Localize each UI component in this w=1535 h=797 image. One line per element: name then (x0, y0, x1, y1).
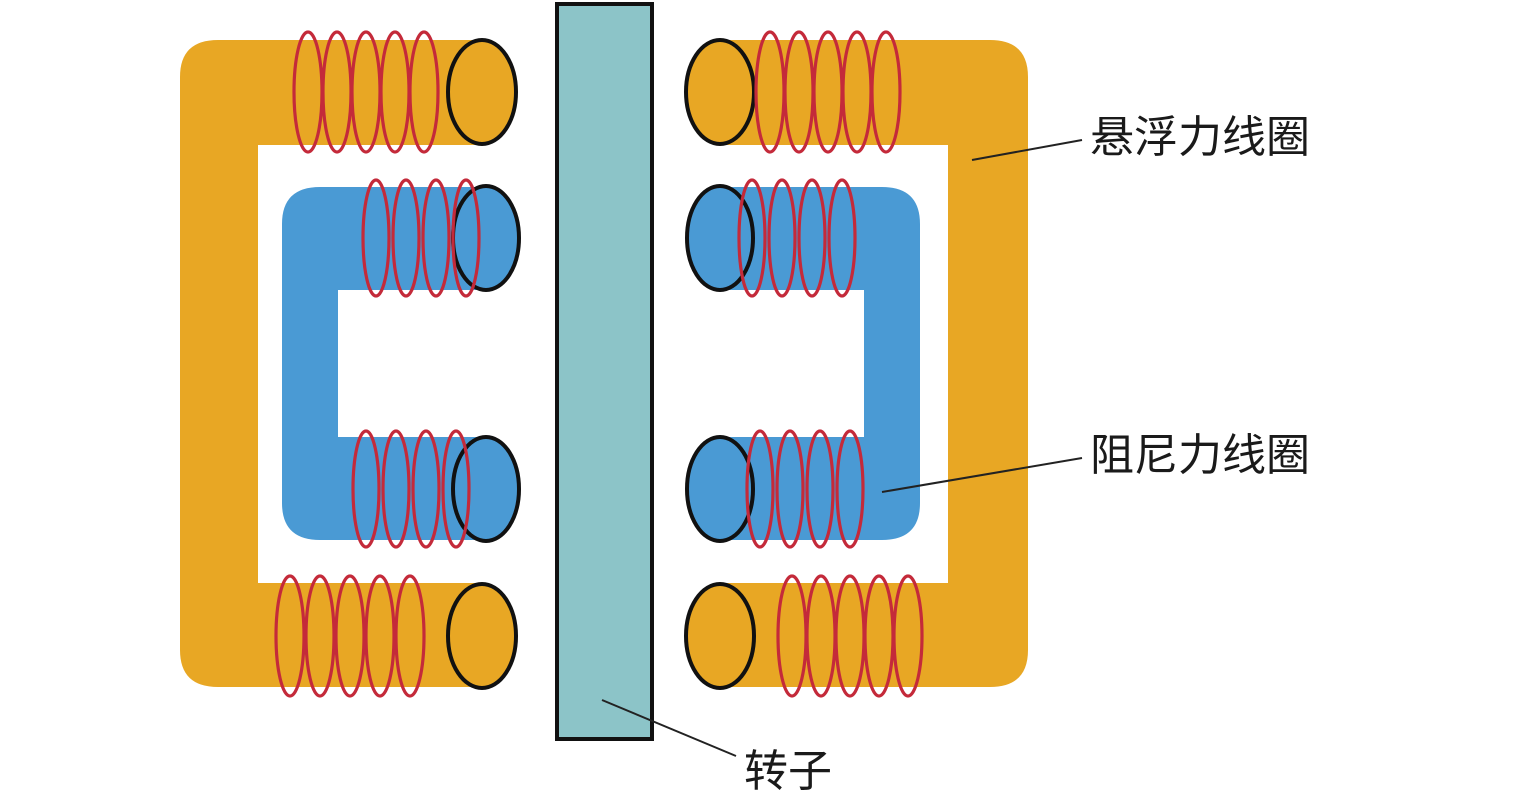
right-bottom-damping-coil-turn-4 (835, 429, 865, 549)
levitation-coil-leader-line (971, 139, 1083, 161)
left-bottom-damping-coil (351, 429, 471, 549)
left-bottom-damping-coil-turn-3 (411, 429, 441, 549)
left-top-damping-coil-turn-1 (361, 178, 391, 298)
right-bottom-damping-coil-turn-3 (805, 429, 835, 549)
right-levitation-core-top-pole-face (684, 38, 756, 146)
right-top-levitation-coil (754, 30, 902, 154)
left-levitation-core-body (180, 40, 480, 687)
levitation-coil-label: 悬浮力线圈 (1090, 112, 1310, 163)
right-bottom-levitation-coil-turn-5 (892, 574, 924, 698)
left-top-damping-coil (361, 178, 481, 298)
right-damping-core-top-pole-face (685, 184, 755, 292)
right-bottom-levitation-coil (776, 574, 924, 698)
left-bottom-levitation-coil-turn-5 (394, 574, 426, 698)
left-bottom-levitation-coil-turn-2 (304, 574, 336, 698)
left-top-damping-coil-turn-4 (451, 178, 481, 298)
right-damping-core-bottom-pole-face (685, 435, 755, 543)
right-levitation-core-body (722, 40, 1028, 687)
left-bottom-damping-coil-turn-2 (381, 429, 411, 549)
right-levitation-core-bottom-pole-face (684, 582, 756, 690)
left-bottom-levitation-coil-turn-1 (274, 574, 306, 698)
right-top-damping-coil-turn-3 (797, 178, 827, 298)
left-levitation-core-top-pole-face (446, 38, 518, 146)
left-damping-core-body (282, 187, 485, 540)
coil-windings (274, 30, 924, 698)
left-top-damping-coil-turn-3 (421, 178, 451, 298)
right-bottom-damping-coil (745, 429, 865, 549)
right-top-damping-coil-turn-1 (737, 178, 767, 298)
left-bottom-damping-coil-turn-1 (351, 429, 381, 549)
left-damping-core-top-pole-face (451, 184, 521, 292)
left-top-levitation-coil-turn-5 (408, 30, 440, 154)
left-levitation-core (180, 38, 518, 690)
right-top-damping-coil (737, 178, 857, 298)
left-top-damping-coil-turn-2 (391, 178, 421, 298)
right-top-damping-coil-turn-4 (827, 178, 857, 298)
left-levitation-core-bottom-pole-face (446, 582, 518, 690)
rotor-leader-line (601, 699, 737, 757)
left-damping-core (282, 184, 521, 543)
right-bottom-damping-coil-turn-1 (745, 429, 775, 549)
right-bottom-damping-coil-turn-2 (775, 429, 805, 549)
left-top-levitation-coil (292, 30, 440, 154)
left-bottom-damping-coil-turn-4 (441, 429, 471, 549)
damping-coil-label: 阻尼力线圈 (1090, 430, 1310, 481)
right-top-levitation-coil-turn-5 (870, 30, 902, 154)
left-damping-core-bottom-pole-face (451, 435, 521, 543)
damping-coil-leader-line (881, 457, 1083, 493)
rotor-label: 转子 (744, 746, 832, 797)
left-bottom-levitation-coil (274, 574, 426, 698)
left-bottom-levitation-coil-turn-3 (334, 574, 366, 698)
left-bottom-levitation-coil-turn-4 (364, 574, 396, 698)
right-top-damping-coil-turn-2 (767, 178, 797, 298)
right-levitation-core (684, 38, 1028, 690)
rotor-bar (555, 2, 654, 741)
